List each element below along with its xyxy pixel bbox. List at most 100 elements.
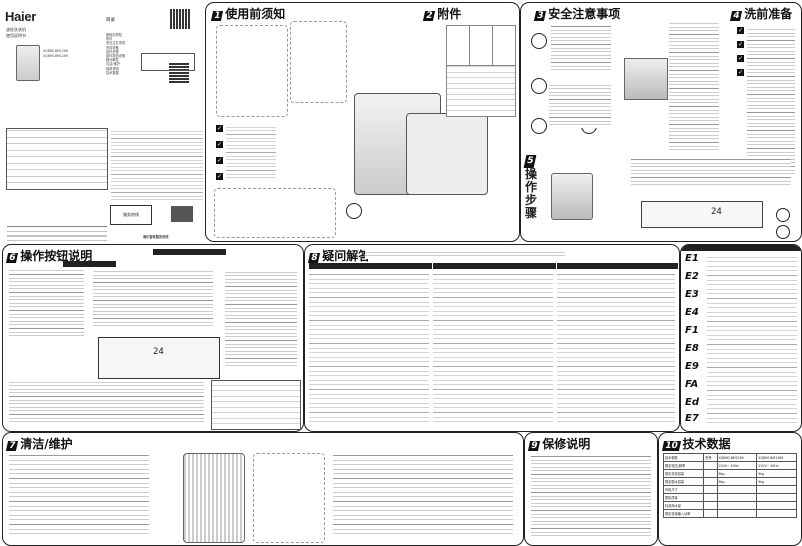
tech-header: 技术参数 bbox=[662, 453, 705, 462]
tech-cell bbox=[703, 469, 718, 478]
tech-cell bbox=[703, 477, 718, 486]
tech-cell: 整机质量 bbox=[662, 493, 705, 502]
section-label: 疑问解答 bbox=[322, 249, 371, 263]
toc-item[interactable]: 洗前准备 bbox=[106, 45, 119, 50]
cleaning-text-left bbox=[9, 453, 149, 538]
toc-item[interactable]: 操作步骤 bbox=[106, 49, 119, 54]
tub-illustration bbox=[183, 453, 245, 543]
model-2: XQB90-BM1269 bbox=[43, 54, 69, 58]
contact-text: 海尔智家服务热线 bbox=[143, 235, 169, 239]
section-number: 4 bbox=[729, 11, 743, 21]
notice-text-block bbox=[111, 128, 203, 203]
faucet-icon bbox=[346, 203, 362, 219]
tech-cell: 8kg bbox=[716, 477, 758, 486]
cover-washer-image bbox=[16, 45, 40, 81]
tech-header: XQB90-BM1269 bbox=[756, 453, 797, 462]
error-code: E3 bbox=[685, 289, 699, 300]
tech-cell bbox=[716, 501, 758, 510]
error-code: E1 bbox=[685, 253, 699, 264]
check-icon: ✓ bbox=[737, 55, 744, 62]
tech-cell bbox=[703, 485, 718, 494]
section-label: 洗前准备 bbox=[744, 7, 793, 21]
tech-cell bbox=[703, 509, 718, 518]
section-number: 6 bbox=[5, 253, 19, 263]
faq-col-1 bbox=[309, 271, 429, 426]
header-bar bbox=[63, 261, 116, 267]
start-icon[interactable] bbox=[776, 225, 790, 239]
toc-item[interactable]: 操作按钮说明 bbox=[106, 54, 126, 59]
section-number: 1 bbox=[210, 11, 224, 21]
prohibited-icon bbox=[531, 78, 547, 94]
tech-table: 技术参数 型号 XQB80-BM1269 XQB90-BM1269 额定电压/频… bbox=[662, 453, 797, 518]
power-icon[interactable] bbox=[776, 208, 790, 222]
tech-cell bbox=[756, 509, 797, 518]
tech-cell bbox=[756, 485, 797, 494]
check-icon: ✓ bbox=[737, 69, 744, 76]
toc-item[interactable]: 保修说明 bbox=[106, 66, 119, 71]
toc-item[interactable]: 使用前须知 bbox=[106, 33, 122, 37]
error-descriptions bbox=[707, 255, 797, 427]
faq-header bbox=[557, 263, 678, 269]
check-icon: ✓ bbox=[737, 27, 744, 34]
step-char: 作 bbox=[525, 180, 538, 194]
error-code: E8 bbox=[685, 343, 699, 354]
accessory-table bbox=[446, 65, 516, 117]
tech-cell: 220V~ 50Hz bbox=[756, 461, 797, 470]
toc-item[interactable]: 安全注意事项 bbox=[106, 41, 126, 46]
panel-error-codes: E1 E2 E3 E4 F1 E8 E9 FA Ed E7 bbox=[680, 244, 802, 432]
display-readout: 24 bbox=[711, 207, 722, 217]
step-washer-image bbox=[551, 173, 593, 220]
error-code: E7 bbox=[685, 413, 699, 424]
toc-title: 目录 bbox=[106, 18, 115, 23]
install-illustration bbox=[216, 25, 288, 117]
buttons-text-right bbox=[225, 269, 297, 369]
qr-code-icon bbox=[169, 63, 189, 83]
toc-item[interactable]: 清洁/维护 bbox=[106, 62, 120, 67]
section-label: 使用前须知 bbox=[225, 7, 286, 21]
error-header bbox=[681, 245, 801, 251]
section-number: 2 bbox=[422, 11, 436, 21]
tech-cell: 额定洗涤容量 bbox=[662, 469, 705, 478]
step-char: 骤 bbox=[525, 206, 538, 220]
toc-item[interactable]: 附件 bbox=[106, 37, 113, 42]
section-label: 安全注意事项 bbox=[548, 7, 621, 21]
service-phone-box: 服务热线 bbox=[110, 205, 152, 225]
header-bar bbox=[153, 249, 226, 255]
section-number: 7 bbox=[5, 441, 19, 451]
filter-illustration bbox=[253, 453, 325, 543]
step-char: 操 bbox=[525, 167, 538, 181]
tech-cell bbox=[703, 501, 718, 510]
toc-item[interactable]: 技术数据 bbox=[106, 70, 119, 75]
safety-text-3 bbox=[669, 23, 719, 153]
product-line: 波轮洗衣机 bbox=[6, 27, 26, 32]
buttons-text-bottom bbox=[9, 380, 204, 425]
cover-column: Haier 波轮洗衣机 使用说明书 目录 XQB80-BM1269 XQB90-… bbox=[3, 3, 203, 245]
section-label: 保修说明 bbox=[542, 437, 591, 451]
step-char: 步 bbox=[525, 193, 538, 207]
tech-cell: 8kg bbox=[716, 469, 758, 478]
faq-header bbox=[309, 263, 432, 269]
toc-item[interactable]: 疑问解答 bbox=[106, 58, 119, 63]
tech-cell: 9kg bbox=[756, 477, 797, 486]
check-icon: ✓ bbox=[216, 141, 223, 148]
safety-text-2 bbox=[549, 83, 611, 128]
faq-col-3 bbox=[557, 271, 675, 426]
error-code: Ed bbox=[685, 397, 699, 408]
tech-cell bbox=[756, 501, 797, 510]
prep-text bbox=[747, 27, 795, 177]
bottom-illustrations bbox=[214, 188, 336, 238]
check-icon: ✓ bbox=[216, 173, 223, 180]
tech-cell bbox=[703, 461, 718, 470]
tech-cell bbox=[703, 493, 718, 502]
tech-header: XQB80-BM1269 bbox=[716, 453, 758, 462]
tech-header: 型号 bbox=[703, 453, 718, 462]
